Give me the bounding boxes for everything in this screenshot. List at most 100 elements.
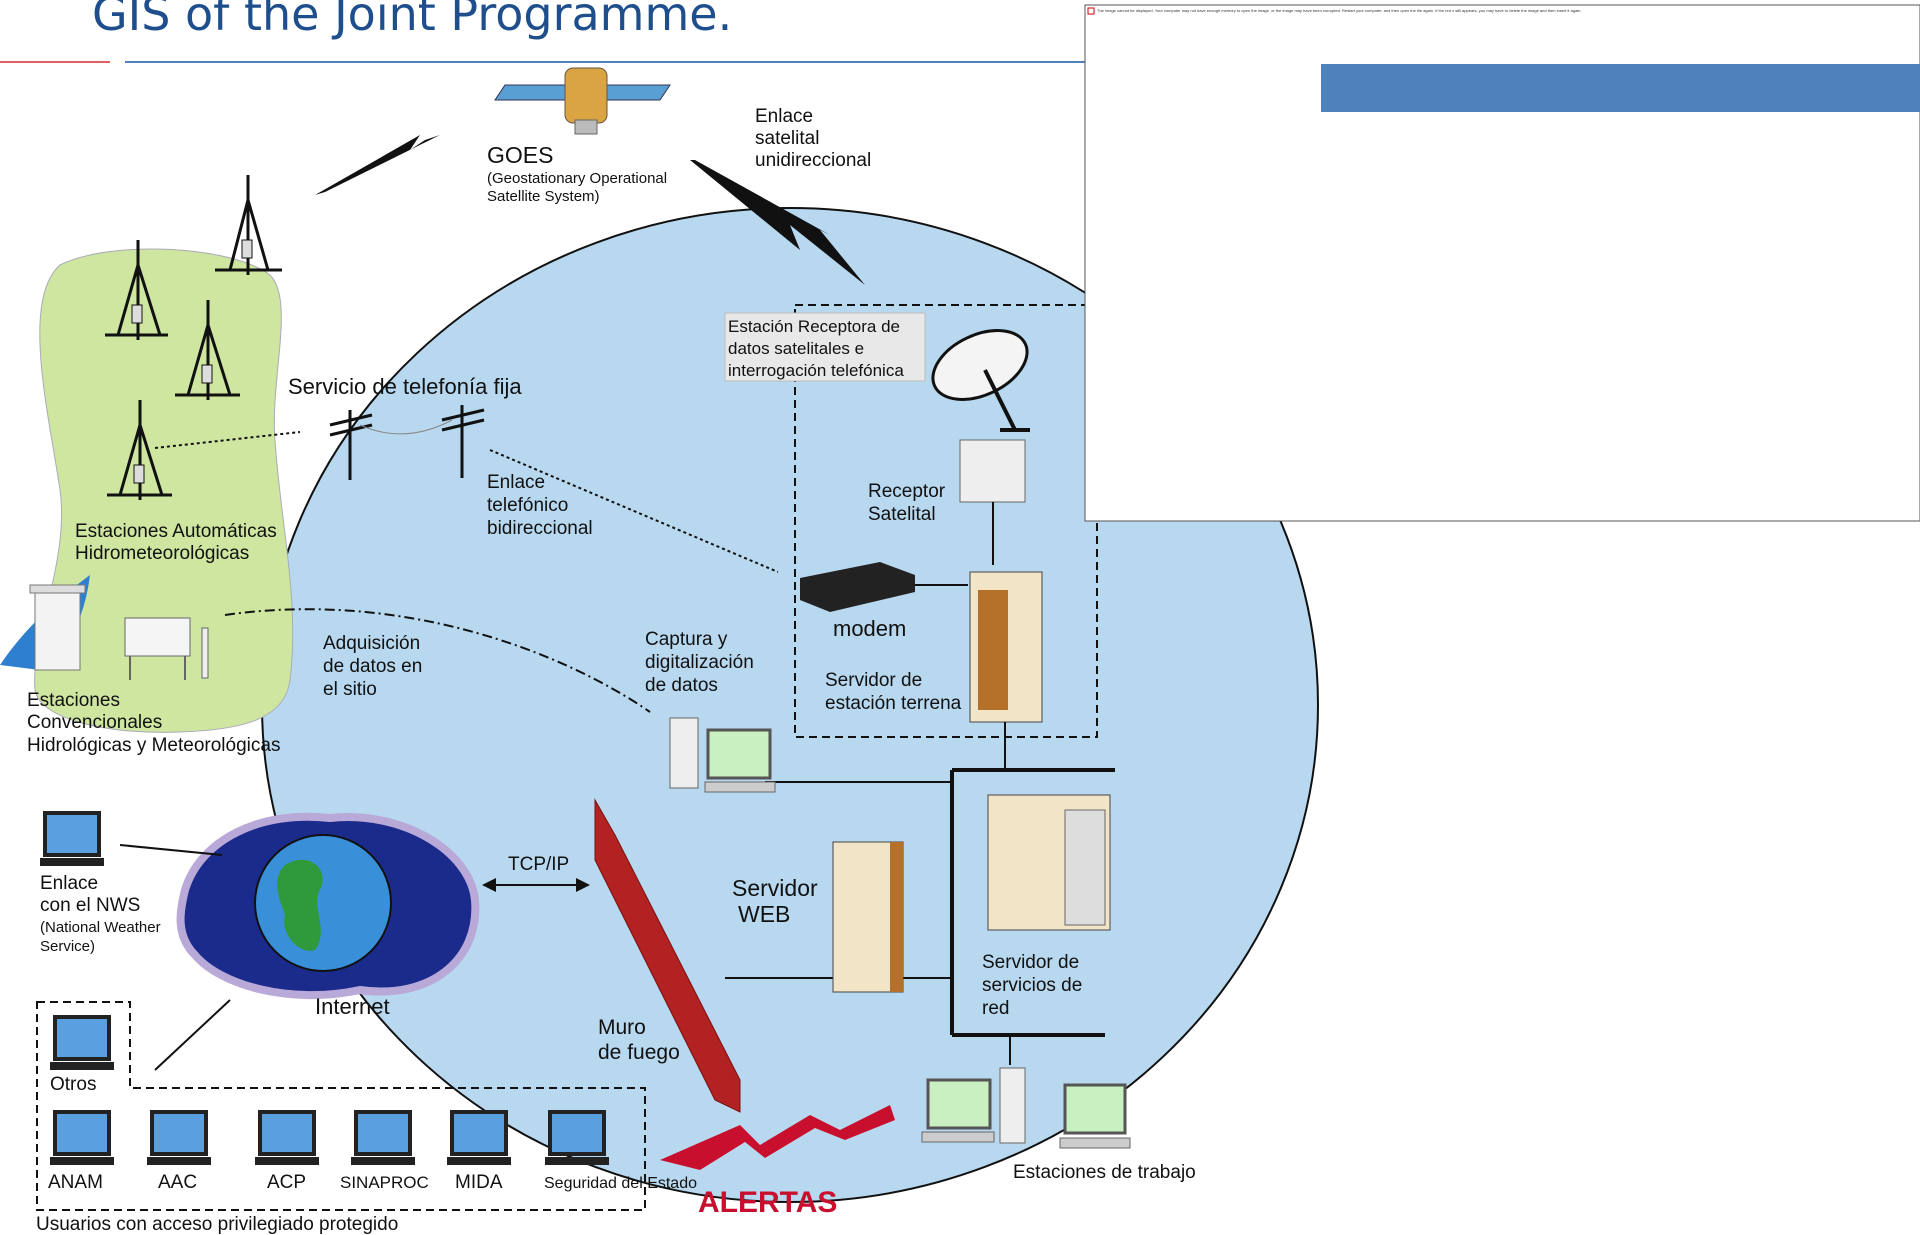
others-computer-icon xyxy=(50,1015,114,1070)
capture-computer-icon xyxy=(669,717,776,793)
net-server-1: Servidor de xyxy=(982,952,1079,973)
rain-gauge-icon xyxy=(201,627,209,679)
satellite-dish-icon xyxy=(931,329,1030,432)
page-title: GIS of the Joint Programme. xyxy=(92,0,732,41)
globe-land xyxy=(277,859,323,951)
phone-link-line xyxy=(489,449,779,573)
satellite-name: GOES xyxy=(487,142,553,168)
users-group-label: Usuarios con acceso privilegiado protegi… xyxy=(36,1214,398,1235)
modem-icon xyxy=(800,562,915,612)
stations-area xyxy=(34,248,294,733)
nws-label-2: con el NWS xyxy=(40,895,140,916)
user-label-mida: MIDA xyxy=(455,1172,503,1193)
receiver-title-box xyxy=(724,312,926,382)
conventional-stations-1: Estaciones xyxy=(27,690,120,711)
users-group-box xyxy=(36,1001,646,1211)
nws-note-1: (National Weather xyxy=(40,919,161,936)
user-computer-icon xyxy=(147,1110,211,1165)
globe-icon xyxy=(254,834,392,972)
user-label-sinaproc: SINAPROC xyxy=(340,1173,429,1192)
satellite-link-1: Enlace xyxy=(755,106,813,127)
automatic-stations-2: Hidrometeorológicas xyxy=(75,543,249,564)
satellite-icon xyxy=(494,67,671,135)
satellite-receiver-icon xyxy=(959,439,1026,503)
receiver-title-3: interrogación telefónica xyxy=(728,361,904,380)
broken-image-message: The image cannot be displayed. Your comp… xyxy=(1097,8,1582,13)
automatic-stations-1: Estaciones Automáticas xyxy=(75,521,277,542)
firewall-label-2: de fuego xyxy=(598,1041,680,1064)
header-banner xyxy=(1321,64,1920,112)
workstation-computer-icon xyxy=(921,1067,1026,1144)
nws-computer-icon xyxy=(40,811,104,866)
onsite-link-line xyxy=(224,608,651,713)
telephone-pole-icon xyxy=(329,405,485,480)
users-link-line xyxy=(154,999,231,1071)
satellite-link-3: unidireccional xyxy=(755,150,871,171)
receiver-title-2: datos satelitales e xyxy=(728,339,864,358)
receiver-station-box xyxy=(794,304,1098,738)
satellite-subtitle-2: Satellite System) xyxy=(487,188,600,205)
user-computer-icon xyxy=(447,1110,511,1165)
receptor-label-1: Receptor xyxy=(868,481,946,502)
nws-note-2: Service) xyxy=(40,938,95,955)
uplink-bolt-icon xyxy=(315,120,455,195)
conventional-stations-2: Convencionales xyxy=(27,712,162,733)
nws-link-line xyxy=(119,844,223,856)
net-server-2: servicios de xyxy=(982,975,1082,996)
user-label-acp: ACP xyxy=(267,1172,306,1193)
onsite-label-3: el sitio xyxy=(323,679,377,700)
receptor-label-2: Satelital xyxy=(868,504,936,525)
arrow-head-icon xyxy=(482,878,496,892)
workstation-computer-icon xyxy=(1059,1083,1131,1149)
user-computer-icon xyxy=(255,1110,319,1165)
web-server-1: Servidor xyxy=(732,875,818,901)
user-label-anam: ANAM xyxy=(48,1172,103,1193)
capture-label-1: Captura y xyxy=(645,629,728,650)
onsite-label-1: Adquisición xyxy=(323,633,420,654)
phone-link-line xyxy=(154,431,301,449)
arrow-head-icon xyxy=(576,878,590,892)
tower-icon xyxy=(215,175,282,275)
tower-icon xyxy=(107,400,172,500)
alerts-label: ALERTAS xyxy=(698,1186,837,1219)
weather-station-icon xyxy=(29,584,86,671)
ground-server-2: estación terrena xyxy=(825,693,962,714)
nws-label-1: Enlace xyxy=(40,873,98,894)
ground-server-1: Servidor de xyxy=(825,670,922,691)
shelter-icon xyxy=(124,617,191,680)
tower-icon xyxy=(175,300,240,400)
downlink-bolt-icon xyxy=(690,160,865,285)
user-computer-icon xyxy=(545,1110,609,1165)
user-computer-icon xyxy=(351,1110,415,1165)
user-label-seguridad: Seguridad del Estado xyxy=(544,1175,697,1192)
web-server-side xyxy=(890,842,903,992)
phone-service-label: Servicio de telefonía fija xyxy=(288,374,522,399)
tower-icon xyxy=(105,240,168,340)
others-label: Otros xyxy=(50,1074,96,1095)
phone-link-3: bidireccional xyxy=(487,518,593,539)
receiver-title-1: Estación Receptora de xyxy=(728,317,900,336)
internet-label: Internet xyxy=(315,994,390,1019)
satellite-link-2: satelital xyxy=(755,128,819,149)
conventional-stations-3: Hidrológicas y Meteorológicas xyxy=(27,735,280,756)
web-server-2: WEB xyxy=(738,901,790,927)
phone-link-1: Enlace xyxy=(487,472,545,493)
phone-link-2: telefónico xyxy=(487,495,568,516)
network-server-panel xyxy=(1064,809,1106,926)
broken-image-icon xyxy=(1087,7,1095,15)
user-computer-icon xyxy=(50,1110,114,1165)
firewall-icon xyxy=(594,798,741,1113)
user-label-aac: AAC xyxy=(158,1172,197,1193)
net-server-3: red xyxy=(982,998,1009,1019)
capture-label-2: digitalización xyxy=(645,652,754,673)
tcpip-label: TCP/IP xyxy=(508,854,569,875)
workstations-label: Estaciones de trabajo xyxy=(1013,1162,1196,1183)
ground-server-panel xyxy=(978,590,1008,710)
alerts-bolt-icon xyxy=(660,1105,895,1170)
satellite-subtitle-1: (Geostationary Operational xyxy=(487,170,667,187)
firewall-label-1: Muro xyxy=(598,1016,646,1039)
onsite-label-2: de datos en xyxy=(323,656,422,677)
modem-label: modem xyxy=(833,616,906,641)
capture-label-3: de datos xyxy=(645,675,718,696)
